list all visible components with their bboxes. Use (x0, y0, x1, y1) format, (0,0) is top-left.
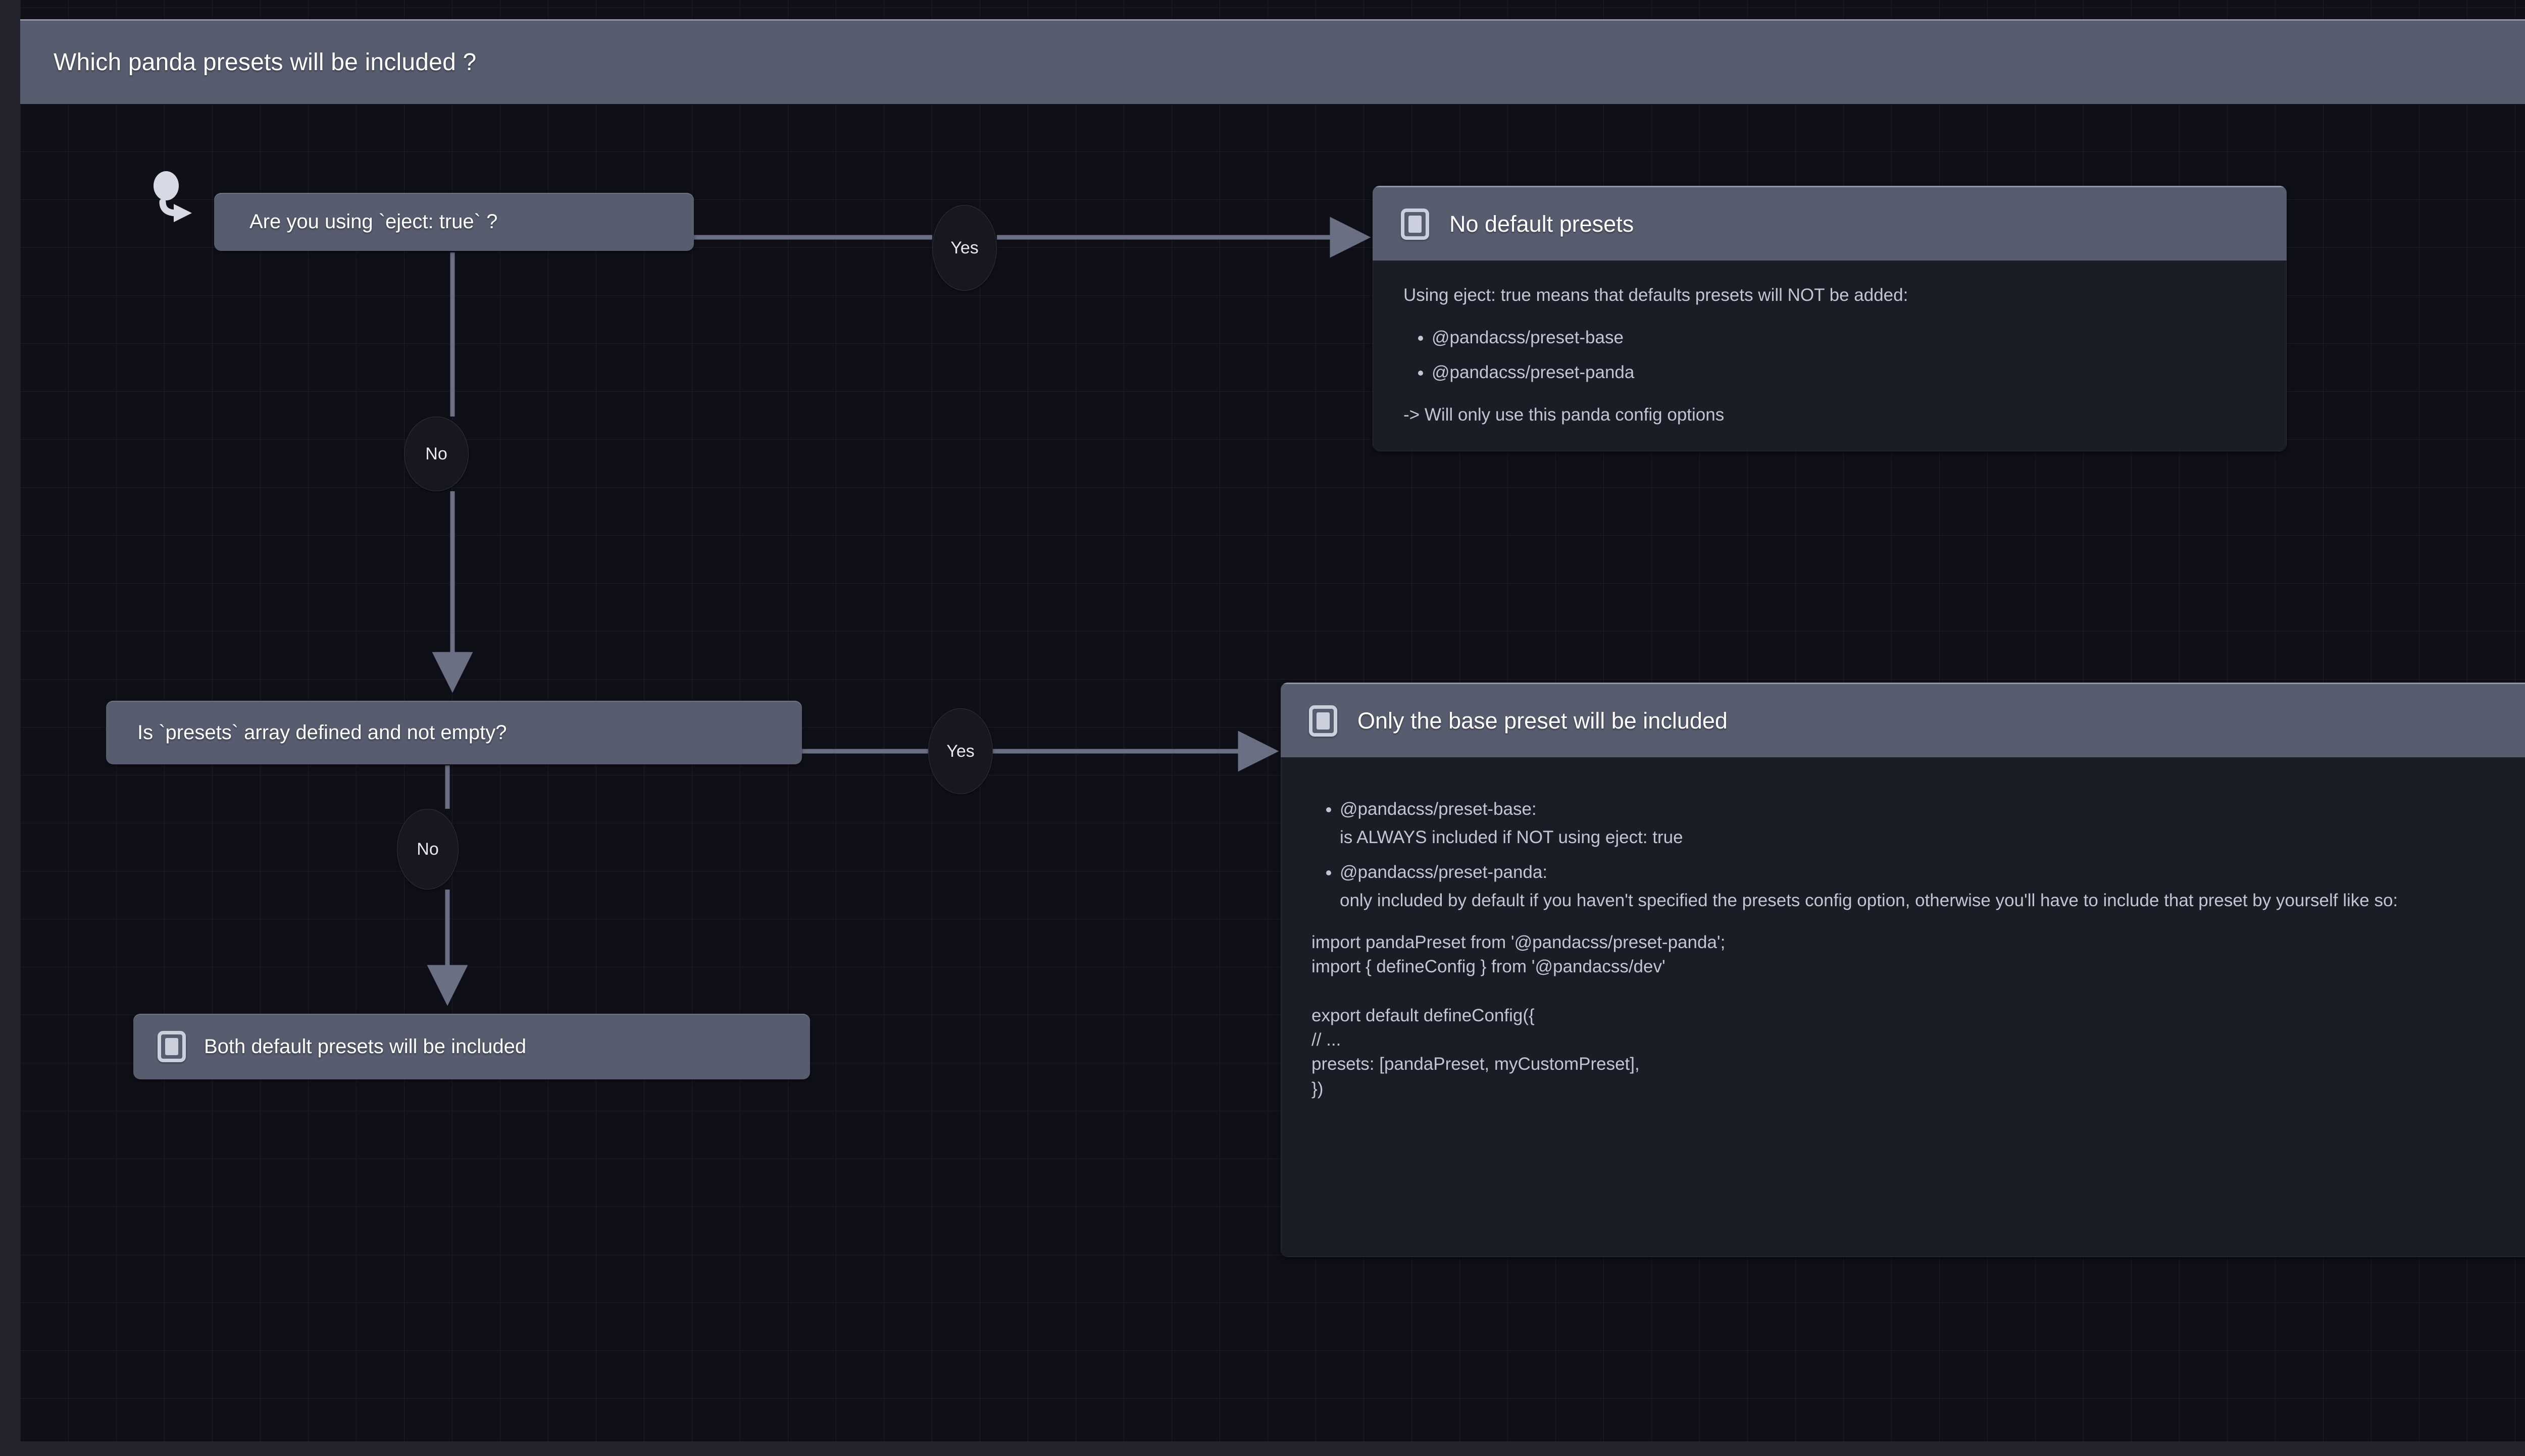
canvas-frame-left (0, 0, 20, 1456)
panel-intro-text: Using eject: true means that defaults pr… (1403, 285, 1908, 305)
preset-detail-list: @pandacss/preset-base: is ALWAYS include… (1340, 797, 2525, 913)
decision-node-eject[interactable]: Are you using `eject: true` ? (214, 193, 694, 251)
panel-base-preset-only-header: Only the base preset will be included (1281, 683, 2525, 757)
list-item-desc: only included by default if you haven't … (1340, 891, 2398, 911)
edge-label-presets-yes[interactable]: Yes (928, 708, 993, 794)
note-icon (1309, 705, 1337, 737)
edge-label-eject-yes[interactable]: Yes (932, 205, 997, 291)
list-item: @pandacss/preset-base (1432, 325, 2256, 350)
list-item: @pandacss/preset-base: is ALWAYS include… (1340, 797, 2525, 850)
list-item: @pandacss/preset-panda: only included by… (1340, 860, 2525, 913)
panel-no-default-presets[interactable]: No default presets Using eject: true mea… (1373, 186, 2287, 451)
panel-base-preset-only-title: Only the base preset will be included (1357, 707, 1728, 734)
note-icon (158, 1031, 186, 1062)
decision-node-presets-label: Is `presets` array defined and not empty… (137, 721, 507, 744)
diagram-title-bar: Which panda presets will be included ? (20, 19, 2525, 104)
panel-outro-text: -> Will only use this panda config optio… (1403, 405, 1725, 425)
edge-label-eject-no[interactable]: No (404, 417, 469, 491)
start-node-arrow-icon (154, 171, 192, 222)
canvas-frame-bottom (0, 1441, 2525, 1456)
decision-node-presets[interactable]: Is `presets` array defined and not empty… (106, 701, 802, 764)
edge-label-presets-no[interactable]: No (397, 809, 459, 890)
list-item: @pandacss/preset-panda (1432, 360, 2256, 385)
terminal-node-both-presets-label: Both default presets will be included (204, 1035, 527, 1058)
code-snippet: import pandaPreset from '@pandacss/prese… (1311, 932, 1726, 1099)
panel-no-default-presets-header: No default presets (1373, 186, 2287, 261)
panel-base-preset-only[interactable]: Only the base preset will be included @p… (1281, 683, 2525, 1257)
page-title: Which panda presets will be included ? (54, 49, 477, 76)
list-item-desc: is ALWAYS included if NOT using eject: t… (1340, 827, 1683, 847)
panel-no-default-presets-title: No default presets (1449, 211, 1634, 237)
terminal-node-both-presets[interactable]: Both default presets will be included (133, 1014, 810, 1079)
note-icon (1401, 208, 1429, 240)
list-item-term: @pandacss/preset-base: (1340, 799, 1537, 819)
panel-base-preset-only-body: @pandacss/preset-base: is ALWAYS include… (1281, 757, 2525, 1257)
panel-no-default-presets-body: Using eject: true means that defaults pr… (1373, 261, 2287, 451)
list-item-term: @pandacss/preset-panda: (1340, 862, 1548, 882)
decision-node-eject-label: Are you using `eject: true` ? (249, 211, 498, 233)
preset-list: @pandacss/preset-base @pandacss/preset-p… (1432, 325, 2256, 385)
